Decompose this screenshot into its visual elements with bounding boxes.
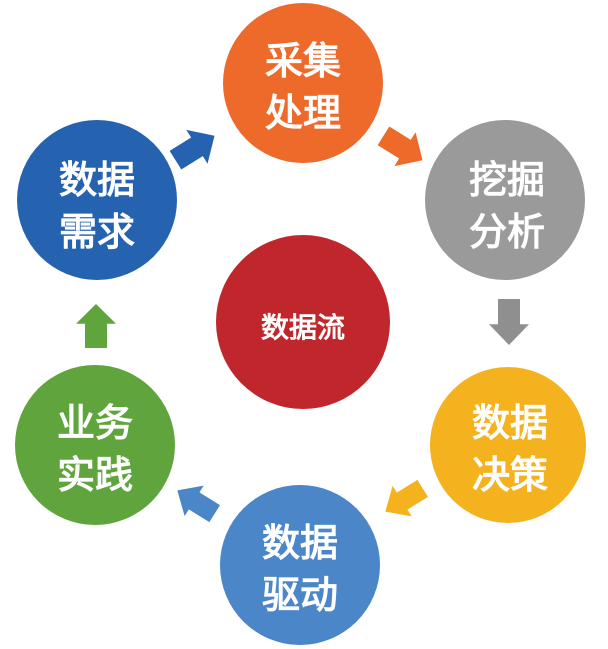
node-practice: 业务 实践 <box>15 365 175 525</box>
node-mine-line1: 挖掘 <box>469 158 545 202</box>
node-decide-circle <box>430 367 586 523</box>
node-decide-line1: 数据 <box>472 401 548 445</box>
node-mine: 挖掘 分析 <box>425 120 585 280</box>
node-demand: 数据 需求 <box>17 120 177 280</box>
node-practice-circle <box>15 365 175 525</box>
node-collect-line1: 采集 <box>265 39 341 83</box>
node-drive-line1: 数据 <box>262 521 338 565</box>
node-demand-line2: 需求 <box>59 210 135 254</box>
node-collect: 采集 处理 <box>223 3 383 163</box>
node-collect-line2: 处理 <box>265 91 341 135</box>
node-decide: 数据 决策 <box>430 367 586 523</box>
node-mine-line2: 分析 <box>469 210 545 254</box>
node-drive: 数据 驱动 <box>220 485 380 645</box>
node-practice-line2: 实践 <box>57 453 133 497</box>
arrow-collect-to-mine <box>377 126 423 167</box>
node-demand-circle <box>17 120 177 280</box>
arrow-decide-to-drive <box>385 479 428 517</box>
arrow-practice-to-demand <box>76 304 116 348</box>
center-circle <box>216 235 390 409</box>
node-mine-circle <box>425 120 585 280</box>
center-node: 数据流 <box>216 235 390 409</box>
node-collect-circle <box>223 3 383 163</box>
node-decide-line2: 决策 <box>472 453 548 497</box>
node-drive-line2: 驱动 <box>262 573 338 617</box>
arrows-layer <box>76 126 529 523</box>
arrow-mine-to-decide <box>489 299 529 345</box>
node-practice-line1: 业务 <box>57 401 133 445</box>
center-label: 数据流 <box>261 311 345 344</box>
arrow-demand-to-collect <box>169 129 215 170</box>
arrow-drive-to-practice <box>177 485 220 523</box>
node-demand-line1: 数据 <box>59 158 135 202</box>
node-drive-circle <box>220 485 380 645</box>
